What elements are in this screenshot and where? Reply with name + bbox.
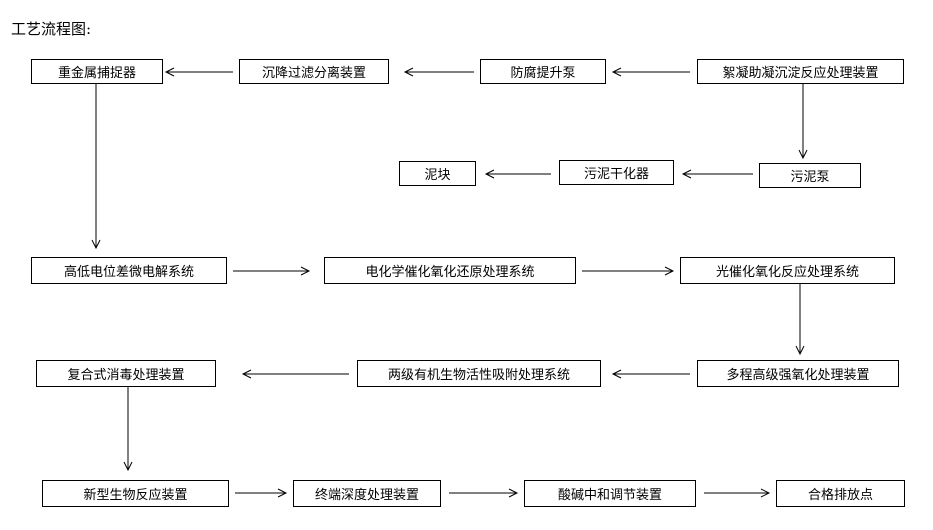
node-organic-bio-adsorption: 两级有机生物活性吸附处理系统 [357, 360, 601, 387]
node-heavy-metal-catcher: 重金属捕捉器 [31, 59, 163, 84]
arrow-neutralization-to-discharge [704, 488, 771, 498]
node-compound-disinfection: 复合式消毒处理装置 [36, 360, 216, 387]
node-bio-reactor: 新型生物反应装置 [42, 480, 229, 507]
arrow-terminal-to-neutralization [449, 488, 519, 498]
arrow-sedimentation-to-catcher [164, 67, 233, 77]
arrow-electrolysis-to-electrochemical [233, 266, 311, 276]
node-sedimentation-filter: 沉降过滤分离装置 [239, 59, 389, 84]
arrow-catcher-to-electrolysis [91, 84, 101, 250]
node-sludge-dryer: 污泥干化器 [559, 160, 674, 185]
arrow-pump-to-sedimentation [403, 67, 474, 77]
arrow-multistage-to-adsorption [611, 369, 690, 379]
node-sludge-pump: 污泥泵 [759, 163, 861, 188]
node-sludge-cake: 泥块 [399, 161, 476, 186]
arrow-bioreactor-to-terminal [235, 488, 288, 498]
arrow-flocculation-to-sludge-pump [798, 84, 808, 160]
node-multistage-oxidation: 多程高级强氧化处理装置 [697, 360, 899, 387]
node-photocatalytic-oxidation: 光催化氧化反应处理系统 [680, 257, 895, 284]
arrow-electrochemical-to-photocatalytic [582, 266, 675, 276]
node-electrochemical-redox: 电化学催化氧化还原处理系统 [324, 257, 576, 284]
node-acid-base-neutralization: 酸碱中和调节装置 [524, 480, 696, 507]
node-qualified-discharge: 合格排放点 [776, 480, 905, 507]
node-flocculation-reactor: 絮凝助凝沉淀反应处理装置 [697, 59, 904, 84]
arrow-flocculation-to-pump [611, 67, 690, 77]
arrow-sludge-pump-to-dryer [681, 169, 753, 179]
diagram-title: 工艺流程图: [11, 20, 92, 38]
node-micro-electrolysis: 高低电位差微电解系统 [31, 257, 227, 284]
node-anticorrosion-pump: 防腐提升泵 [480, 59, 606, 84]
arrow-dryer-to-cake [484, 169, 551, 179]
arrow-photocatalytic-to-multistage [795, 284, 805, 356]
arrow-disinfection-to-bioreactor [123, 387, 133, 472]
node-terminal-deep-treatment: 终端深度处理装置 [293, 480, 441, 507]
arrow-adsorption-to-disinfection [241, 369, 349, 379]
